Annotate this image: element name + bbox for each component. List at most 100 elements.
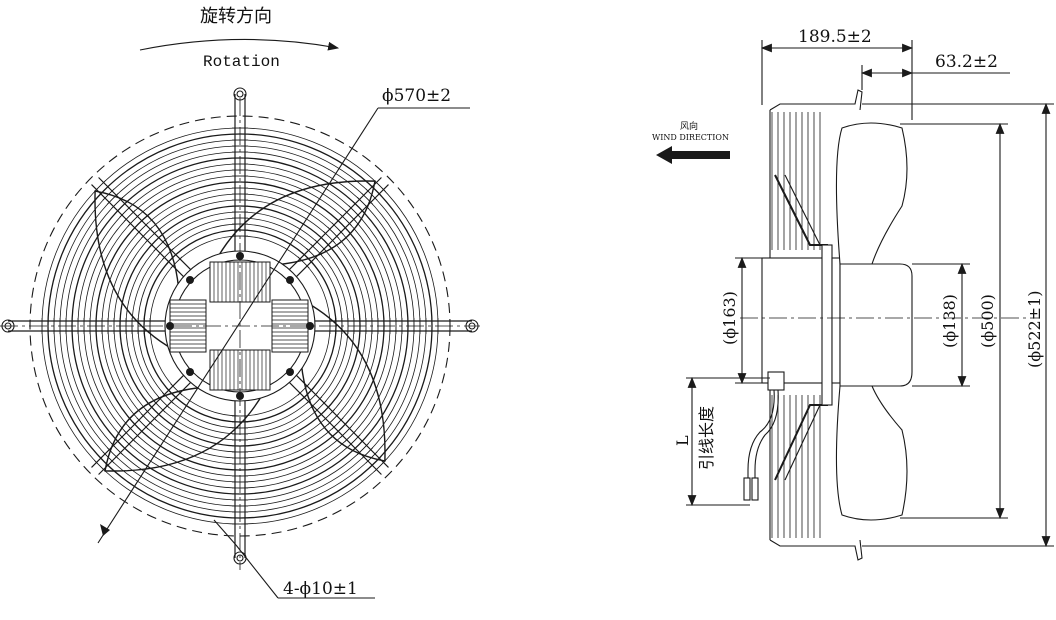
spoke-tick bbox=[128, 426, 140, 438]
spoke-tick bbox=[331, 417, 344, 430]
hub-bolt bbox=[186, 368, 194, 376]
spoke-tick bbox=[161, 247, 174, 260]
side-view bbox=[656, 40, 1054, 561]
lead-wires bbox=[747, 389, 775, 500]
spoke-tick bbox=[149, 235, 162, 248]
spoke bbox=[285, 378, 382, 475]
spoke-tick bbox=[327, 413, 340, 426]
guard-diameter-dim: (ϕ522±1) bbox=[1025, 290, 1044, 368]
front-view bbox=[0, 38, 480, 599]
spoke-tick bbox=[348, 434, 361, 447]
depth-dim: 189.5±2 bbox=[798, 27, 872, 47]
spoke-tick bbox=[314, 239, 327, 252]
spoke bbox=[98, 177, 195, 274]
spoke-tick bbox=[140, 413, 153, 426]
spoke-tick bbox=[344, 430, 357, 443]
spoke-tick bbox=[132, 218, 145, 231]
spoke-tick bbox=[340, 426, 352, 438]
spoke-tick bbox=[123, 209, 136, 222]
blade-diameter-dim: (ϕ500) bbox=[978, 294, 997, 348]
spoke-tick bbox=[145, 231, 157, 243]
spoke-tick bbox=[318, 404, 331, 417]
spoke-tick bbox=[157, 396, 170, 409]
spoke-tick bbox=[153, 239, 166, 252]
spoke bbox=[91, 371, 188, 468]
spoke-tick bbox=[374, 460, 386, 472]
spoke-tick bbox=[314, 400, 327, 413]
fan-blade bbox=[300, 301, 386, 462]
rotation-label-cn: 旋转方向 bbox=[200, 6, 272, 27]
spoke-tick bbox=[136, 417, 149, 430]
hub-bolt bbox=[306, 322, 314, 330]
motor-body bbox=[761, 257, 825, 384]
spoke-tick bbox=[323, 409, 335, 421]
spoke-tick bbox=[153, 400, 166, 413]
spoke-tick bbox=[149, 404, 162, 417]
spoke-tick bbox=[157, 243, 170, 256]
fan-blade bbox=[94, 190, 180, 351]
spoke bbox=[292, 371, 389, 468]
spoke-tick bbox=[331, 222, 344, 235]
spoke-tick bbox=[306, 392, 319, 405]
spoke-tick bbox=[115, 201, 128, 214]
spoke-tick bbox=[310, 396, 323, 409]
rotation-label-en: Rotation bbox=[203, 53, 280, 71]
spoke-tick bbox=[318, 235, 331, 248]
spoke-tick bbox=[306, 247, 319, 260]
spoke-tick bbox=[323, 231, 335, 243]
spoke-tick bbox=[344, 209, 357, 222]
spoke-tick bbox=[369, 184, 382, 197]
spoke-tick bbox=[374, 180, 386, 192]
spoke-tick bbox=[106, 192, 119, 205]
spoke-tick bbox=[327, 226, 340, 239]
spoke-tick bbox=[297, 256, 310, 269]
spoke-tick bbox=[128, 214, 140, 226]
spoke bbox=[98, 378, 195, 475]
blade-top bbox=[835, 122, 908, 265]
hub-bolt bbox=[286, 368, 294, 376]
hub-diameter-dim: (ϕ138) bbox=[940, 294, 959, 348]
spoke-tick bbox=[115, 438, 128, 451]
spoke-tick bbox=[145, 409, 157, 421]
fan-blades bbox=[94, 180, 386, 472]
spoke-tick bbox=[335, 421, 348, 434]
spoke-tick bbox=[170, 383, 183, 396]
spoke-tick bbox=[98, 455, 111, 468]
spoke bbox=[292, 184, 389, 281]
spoke-tick bbox=[348, 205, 361, 218]
motor-diameter-dim: (ϕ163) bbox=[720, 291, 739, 345]
blade-bottom bbox=[835, 385, 908, 521]
spoke-tick bbox=[94, 460, 106, 472]
fan-blade bbox=[215, 180, 376, 266]
hub-bolt bbox=[286, 276, 294, 284]
spoke bbox=[285, 177, 382, 274]
spoke-tick bbox=[94, 180, 106, 192]
rotation-arrow bbox=[139, 38, 340, 51]
spoke-tick bbox=[161, 392, 174, 405]
spoke-tick bbox=[119, 434, 132, 447]
outer-diameter-dim: ϕ570±2 bbox=[382, 86, 451, 106]
spoke-tick bbox=[106, 447, 119, 460]
lead-length-cn: 引线长度 bbox=[697, 406, 716, 470]
spoke-tick bbox=[340, 214, 352, 226]
spoke-tick bbox=[335, 218, 348, 231]
spoke-tick bbox=[310, 243, 323, 256]
spoke-tick bbox=[136, 222, 149, 235]
wind-label-cn: 风向 bbox=[680, 120, 698, 132]
hub-bolt bbox=[186, 276, 194, 284]
offset-dim: 63.2±2 bbox=[935, 52, 998, 72]
spoke-tick bbox=[352, 438, 365, 451]
lead-length-L: L bbox=[673, 435, 692, 446]
spoke-tick bbox=[119, 205, 132, 218]
wind-label-en: WIND DIRECTION bbox=[652, 133, 729, 142]
mounting-holes-dim: 4-ϕ10±1 bbox=[283, 579, 358, 599]
spoke-tick bbox=[352, 201, 365, 214]
diameter-leader bbox=[97, 107, 379, 544]
wind-direction-arrow bbox=[656, 146, 730, 164]
spoke-tick bbox=[369, 455, 382, 468]
mounting-hole-inner bbox=[236, 90, 244, 98]
spoke-tick bbox=[140, 226, 153, 239]
spoke-tick bbox=[123, 430, 136, 443]
